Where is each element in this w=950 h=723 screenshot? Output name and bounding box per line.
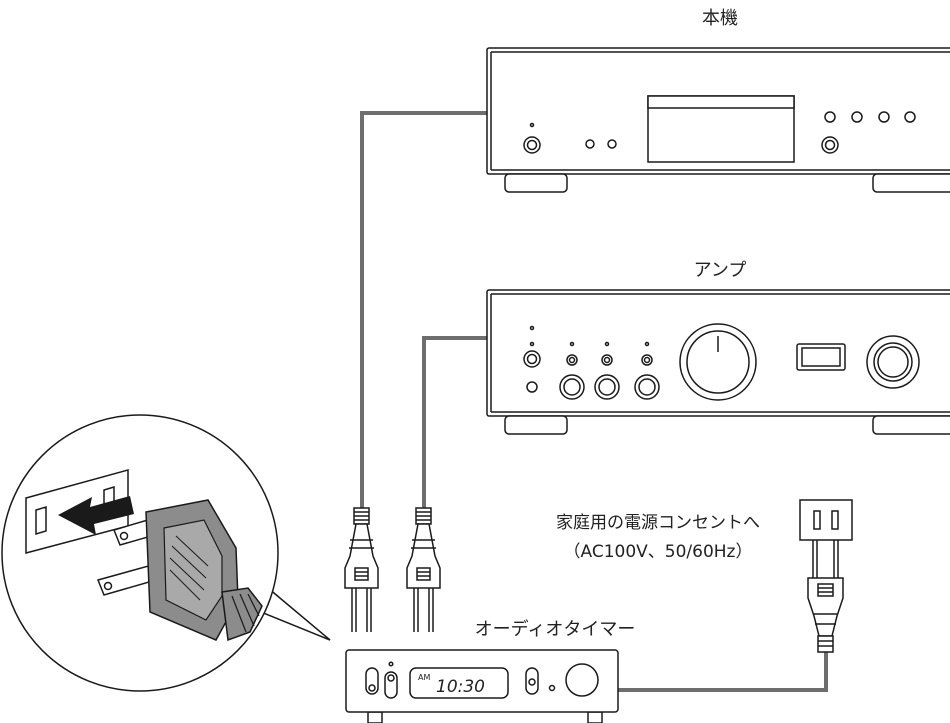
player-power-cord [360,111,487,510]
outlet-spec-label: （AC100V、50/60Hz） [564,542,753,562]
wall-outlet [799,499,853,541]
amplifier-foot-left [504,415,568,435]
callout-bubble [1,414,331,692]
player-power-plug [344,507,379,632]
player-small-button [607,139,617,149]
amplifier-small-button [526,381,538,393]
amplifier-power-cord [422,336,487,510]
player-unit [486,47,950,193]
player-transport-button [824,111,836,123]
player-transport-button [851,111,863,123]
player-small-button [585,139,595,149]
amplifier-power-plug [406,507,441,632]
timer-time-readout: 10:30 [436,677,485,697]
timer-label: オーディオタイマー [475,619,636,640]
player-label: 本機 [702,8,738,29]
amplifier-unit [486,289,950,435]
timer-am-indicator: AM [418,673,430,682]
power-cords [360,111,828,692]
audio-timer-unit: AM 10:30 [345,649,619,723]
player-transport-button [904,111,916,123]
player-foot-right [872,173,950,193]
timer-outlet-cord [618,650,828,692]
player-transport-button [878,111,890,123]
outlet-label: 家庭用の電源コンセントへ [556,513,760,533]
timer-knob [565,663,599,697]
amplifier-label: アンプ [694,260,747,281]
player-indicator-dot [529,122,535,128]
timer-power-plug [807,540,844,653]
player-foot-left [504,173,568,193]
timer-display [409,667,509,699]
plug-body-closeup [145,499,263,642]
amplifier-foot-right [872,415,950,435]
insert-arrow-icon [58,496,134,535]
